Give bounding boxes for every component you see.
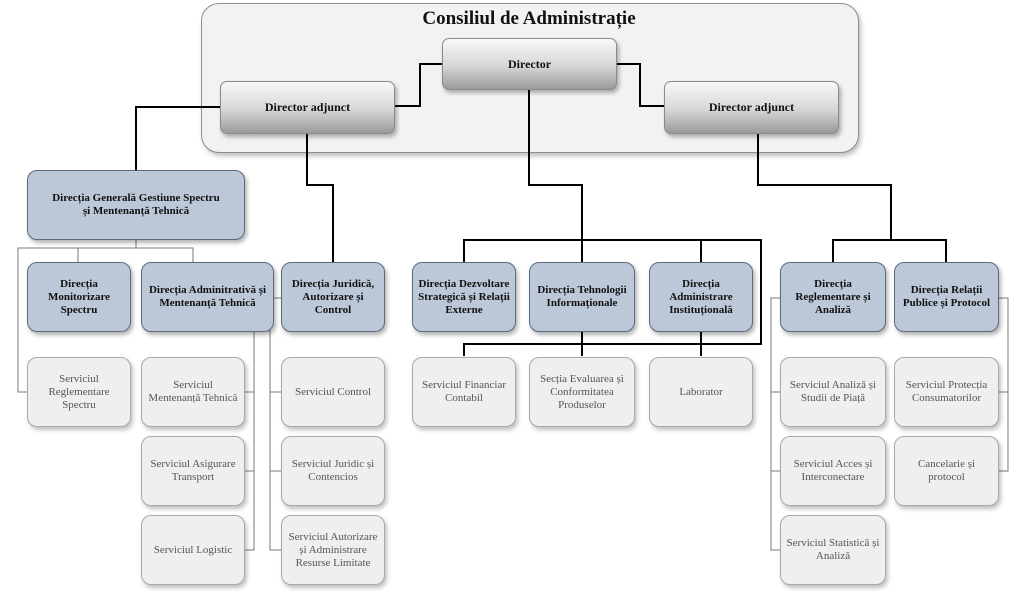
service-acces-label: Serviciul Acces și Interconectare bbox=[793, 458, 873, 483]
connector-director-center bbox=[528, 90, 583, 262]
connector-general-left bbox=[17, 240, 137, 393]
directorate-reglementare-box: Direcția Reglementare și Analiză bbox=[780, 262, 886, 332]
connector-right-bus bbox=[891, 239, 947, 262]
deputy-director-left-box: Director adjunct bbox=[220, 81, 395, 134]
service-autorizare-box: Serviciul Autorizare și Administrare Res… bbox=[281, 515, 385, 585]
service-mentenanta-tehnica-box: Serviciul Mentenanță Tehnică bbox=[141, 357, 245, 427]
section-evaluarea-box: Secția Evaluarea și Conformitatea Produs… bbox=[529, 357, 635, 427]
connector-juridica-services bbox=[269, 297, 281, 551]
directorate-administrativa-box: Direcția Adminitrativă și Mentenanță Teh… bbox=[141, 262, 274, 332]
deputy-director-left-label: Director adjunct bbox=[264, 100, 351, 114]
directorate-relatii-box: Direcția Relații Publice și Protocol bbox=[894, 262, 999, 332]
director-box: Director bbox=[442, 38, 617, 90]
directorate-administrativa-label: Direcția Adminitrativă și Mentenanță Teh… bbox=[148, 284, 267, 309]
connector-director-deputy-right bbox=[617, 63, 664, 107]
service-protectia-box: Serviciul Protecția Consumatorilor bbox=[894, 357, 999, 427]
laborator-box: Laborator bbox=[649, 357, 753, 427]
board-title: Consiliul de Administrație bbox=[422, 8, 636, 29]
directorate-relatii-label: Direcția Relații Publice și Protocol bbox=[902, 284, 991, 309]
service-juridic-box: Serviciul Juridic și Contencios bbox=[281, 436, 385, 506]
deputy-director-right-box: Director adjunct bbox=[664, 81, 839, 134]
laborator-label: Laborator bbox=[679, 385, 723, 398]
service-analiza-box: Serviciul Analiză și Studii de Piață bbox=[780, 357, 886, 427]
general-directorate-box: Direcția Generală Gestiune Spectru și Me… bbox=[27, 170, 245, 240]
service-protectia-label: Serviciul Protecția Consumatorilor bbox=[905, 379, 988, 404]
connector-deputy-right-group bbox=[757, 134, 892, 262]
cancelarie-box: Cancelarie și protocol bbox=[894, 436, 999, 506]
service-autorizare-label: Serviciul Autorizare și Administrare Res… bbox=[288, 530, 378, 569]
connector-reglementare-services bbox=[770, 297, 780, 551]
service-analiza-label: Serviciul Analiză și Studii de Piață bbox=[789, 379, 877, 404]
connector-center-bus bbox=[463, 239, 762, 356]
service-mentenanta-tehnica-label: Serviciul Mentenanță Tehnică bbox=[148, 379, 238, 404]
directorate-administrare-box: Direcția Administrare Instituțională bbox=[649, 262, 753, 332]
directorate-tehnologii-box: Direcția Tehnologii Informaționale bbox=[529, 262, 635, 332]
service-statistica-box: Serviciul Statistică și Analiză bbox=[780, 515, 886, 585]
directorate-dezvoltare-box: Direcția Dezvoltare Strategică și Relați… bbox=[412, 262, 516, 332]
connector-director-deputy-left bbox=[395, 63, 442, 107]
service-reglementare-spectru-label: Serviciul Reglementare Spectru bbox=[48, 372, 110, 411]
directorate-monitorizare-box: Direcția Monitorizare Spectru bbox=[27, 262, 131, 332]
connector-deputy-left-general bbox=[135, 106, 220, 170]
deputy-director-right-label: Director adjunct bbox=[708, 100, 795, 114]
directorate-dezvoltare-label: Direcția Dezvoltare Strategică și Relați… bbox=[418, 277, 510, 316]
director-label: Director bbox=[507, 56, 552, 71]
service-juridic-label: Serviciul Juridic și Contencios bbox=[291, 458, 375, 483]
service-financiar-box: Serviciul Financiar Contabil bbox=[412, 357, 516, 427]
service-asigurare-transport-label: Serviciul Asigurare Transport bbox=[150, 458, 236, 483]
service-control-label: Serviciul Control bbox=[294, 385, 372, 398]
section-evaluarea-label: Secția Evaluarea și Conformitatea Produs… bbox=[540, 372, 624, 411]
service-financiar-label: Serviciul Financiar Contabil bbox=[421, 379, 506, 404]
cancelarie-label: Cancelarie și protocol bbox=[917, 458, 976, 483]
connector-deputy-left-juridica bbox=[306, 134, 334, 262]
service-control-box: Serviciul Control bbox=[281, 357, 385, 427]
service-reglementare-spectru-box: Serviciul Reglementare Spectru bbox=[27, 357, 131, 427]
service-logistic-box: Serviciul Logistic bbox=[141, 515, 245, 585]
directorate-juridica-box: Direcția Juridică, Autorizare și Control bbox=[281, 262, 385, 332]
service-logistic-label: Serviciul Logistic bbox=[153, 543, 233, 556]
directorate-monitorizare-label: Direcția Monitorizare Spectru bbox=[47, 277, 111, 316]
directorate-administrare-label: Direcția Administrare Instituțională bbox=[669, 277, 733, 316]
service-statistica-label: Serviciul Statistică și Analiză bbox=[786, 537, 880, 562]
directorate-reglementare-label: Direcția Reglementare și Analiză bbox=[795, 277, 871, 316]
connector-relatii-services bbox=[999, 297, 1009, 472]
service-acces-box: Serviciul Acces și Interconectare bbox=[780, 436, 886, 506]
service-asigurare-transport-box: Serviciul Asigurare Transport bbox=[141, 436, 245, 506]
directorate-juridica-label: Direcția Juridică, Autorizare și Control bbox=[291, 277, 375, 316]
connector-general-bus bbox=[77, 247, 194, 262]
general-directorate-label: Direcția Generală Gestiune Spectru și Me… bbox=[52, 192, 220, 217]
directorate-tehnologii-label: Direcția Tehnologii Informaționale bbox=[537, 284, 627, 309]
